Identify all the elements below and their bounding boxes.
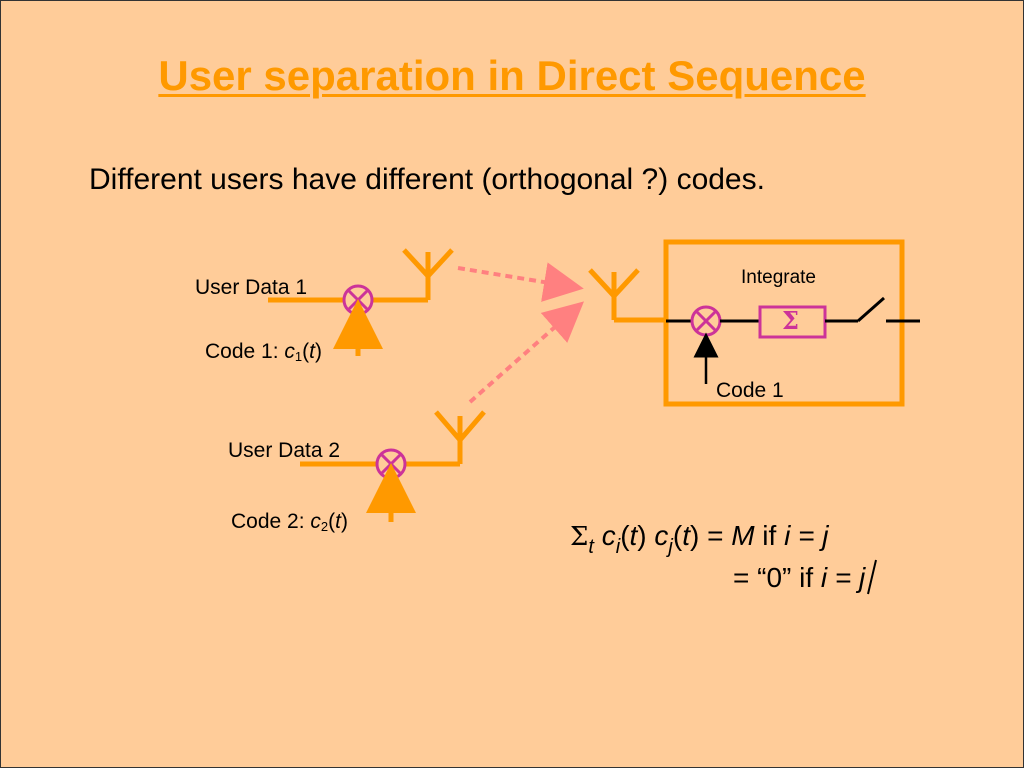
code-2-open: ( (328, 510, 336, 533)
orthogonality-formula-line1: Σt ci(t) cj(t) = M if i = j (570, 520, 828, 559)
sigma-sub: t (588, 536, 594, 558)
mixer-rx (690, 305, 722, 337)
receiver (588, 239, 920, 407)
formula-term-j: j (668, 536, 673, 558)
formula-term-close1: ) (637, 520, 655, 551)
formula-term-c2: c (654, 520, 669, 551)
code-2-arg: t (335, 510, 341, 533)
formula-term-t1: t (629, 520, 638, 551)
slide-title: User separation in Direct Sequence (158, 52, 866, 99)
formula-term-paren2: ( (672, 520, 683, 551)
user-data-2-label: User Data 2 (228, 439, 341, 462)
integrate-label: Integrate (741, 267, 816, 288)
code-2-var: c (310, 510, 321, 533)
orthogonality-formula-line2: = “0” if i = j (733, 562, 865, 594)
code-1-close: ) (314, 340, 322, 363)
receiver-box (663, 239, 905, 407)
formula-term-m: M (731, 520, 755, 551)
formula-term-t2: t (682, 520, 690, 551)
formula-term-paren1: ( (620, 520, 630, 551)
user-data-1-label: User Data 1 (195, 276, 308, 299)
slide-subtitle: Different users have different (orthogon… (89, 163, 765, 196)
code-1-open: ( (302, 340, 310, 363)
code-2-prefix: Code 2: (231, 510, 311, 533)
formula-term-eq: ) = (689, 520, 732, 551)
code-1-prefix: Code 1: (205, 340, 285, 363)
code-1-sub: 1 (294, 349, 303, 364)
transmitter-1 (268, 248, 454, 356)
mixer-1 (342, 284, 374, 316)
code-2-sub: 2 (320, 519, 329, 534)
switch-blade (857, 296, 885, 323)
code-1-var: c (284, 340, 295, 363)
formula-term-if: if (754, 520, 785, 551)
not-equal-slash (867, 559, 877, 595)
code-2-label: Code 2: c2(t) (231, 510, 348, 534)
transmitter-2 (300, 410, 486, 522)
antenna-2 (434, 410, 486, 464)
formula-term-cond1: i = j (784, 520, 829, 551)
antenna-rx (588, 268, 640, 320)
formula-term-i: i (615, 536, 621, 558)
formula-term-c1: c (601, 520, 616, 551)
code-1-label: Code 1: c1(t) (205, 340, 322, 364)
formula-line2-cond: i = j (820, 562, 866, 593)
antenna-1 (402, 248, 454, 300)
code-1-arg: t (309, 340, 315, 363)
code-2-close: ) (340, 510, 348, 533)
sigma-symbol: Σ (570, 522, 589, 552)
transmission-arrow-2 (468, 301, 584, 404)
transmission-arrow-1 (457, 262, 584, 302)
rx-code-label: Code 1 (716, 379, 784, 402)
sum-symbol: Σ (782, 306, 799, 335)
mixer-2 (375, 448, 407, 480)
formula-line2-prefix: = “0” if (733, 562, 821, 593)
